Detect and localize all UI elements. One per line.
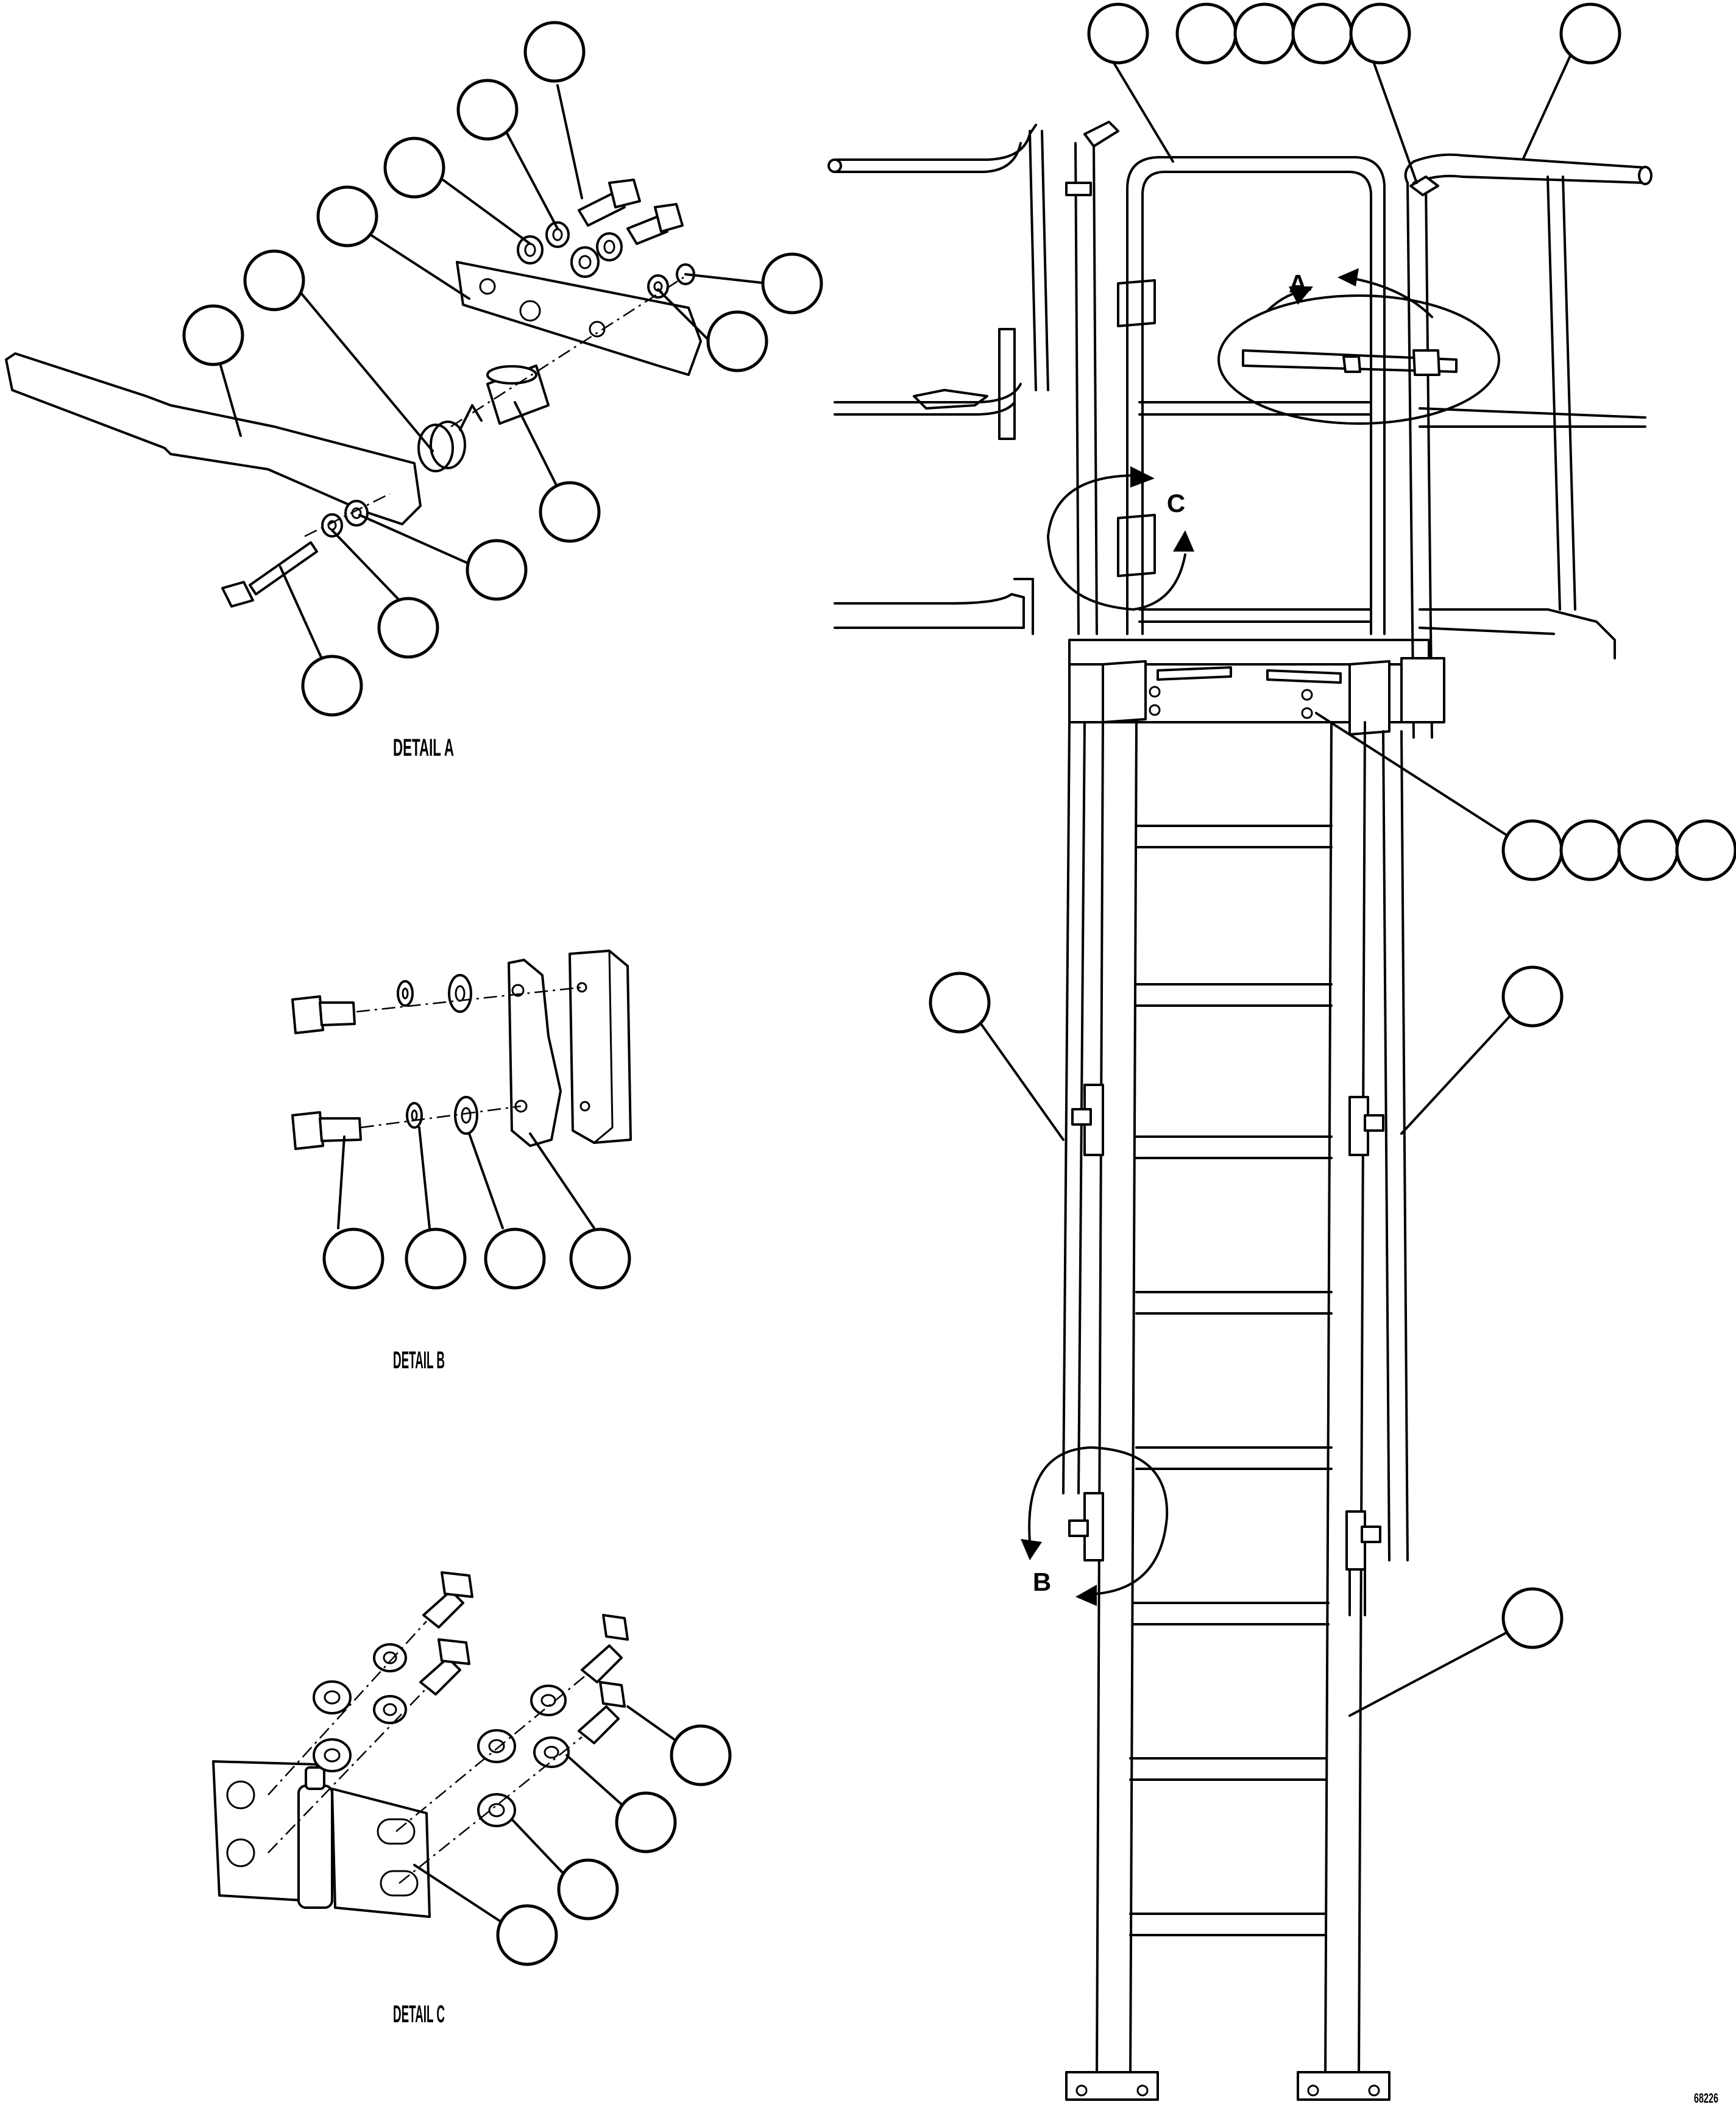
ladder-feet xyxy=(1065,2071,1391,2101)
bolt-b-upper xyxy=(291,995,356,1034)
figure-id: 68226 xyxy=(1694,2090,1718,2106)
view-marker-b: B xyxy=(1033,1568,1051,1596)
hinge-right-plate xyxy=(331,1788,431,1918)
latch-handle xyxy=(5,352,422,525)
callout-a7 xyxy=(761,252,823,314)
bolt-top-2 xyxy=(626,203,684,245)
callout-m12 xyxy=(1501,965,1564,1028)
spacer-block xyxy=(569,950,632,1144)
arrowhead-a-right xyxy=(1337,268,1359,286)
callout-a11 xyxy=(377,597,439,659)
callout-m11 xyxy=(929,972,991,1034)
detail-a-label: DETAIL A xyxy=(393,734,454,761)
arrowhead-b-bottom xyxy=(1075,1585,1097,1606)
callout-a6 xyxy=(182,304,244,366)
washers-detail-c xyxy=(313,1643,570,1827)
callout-b4 xyxy=(569,1227,631,1290)
detail-a-leaders xyxy=(215,84,769,662)
callout-c2 xyxy=(615,1791,677,1853)
pin-cylinder xyxy=(486,364,550,425)
left-guardrail xyxy=(827,124,1049,635)
arrowhead-c-bottom xyxy=(1173,530,1194,552)
view-marker-c: C xyxy=(1167,489,1185,517)
bolt-b-lower xyxy=(291,1111,362,1150)
callout-m13 xyxy=(1501,1587,1564,1649)
callout-c4 xyxy=(496,1904,558,1966)
arrowhead-c-top xyxy=(1130,466,1155,488)
callout-a3 xyxy=(383,137,445,199)
bolt-lower xyxy=(221,541,318,608)
detail-b-marker: B xyxy=(1021,1446,1169,1606)
arrowhead-b-left xyxy=(1021,1539,1042,1560)
torsion-spring xyxy=(417,404,483,472)
callout-a2 xyxy=(456,79,519,141)
bracket-plate xyxy=(508,959,562,1147)
detail-a-marker: A xyxy=(1217,268,1500,425)
latch-bar xyxy=(1242,349,1458,376)
washers-detail-b xyxy=(397,974,478,1135)
hinge-knuckle xyxy=(297,1766,333,1909)
callout-m7 xyxy=(1501,819,1564,881)
detail-c-leaders xyxy=(413,1705,681,1924)
callout-a8 xyxy=(706,310,768,372)
arrowhead-a-left xyxy=(1289,286,1313,305)
callout-b2 xyxy=(405,1227,467,1290)
callout-a12 xyxy=(301,655,363,717)
callout-m4 xyxy=(1291,2,1353,65)
callout-c1 xyxy=(670,1724,732,1786)
callout-m5 xyxy=(1349,2,1411,65)
callout-a9 xyxy=(539,481,601,543)
detail-b-group: DETAIL B xyxy=(291,950,632,1374)
callout-m8 xyxy=(1559,819,1621,881)
ladder-rails xyxy=(1062,721,1409,2080)
detail-c-marker: C xyxy=(1047,466,1194,611)
detail-b-label: DETAIL B xyxy=(393,1347,445,1374)
callout-c3 xyxy=(557,1858,619,1920)
ladder-clamps xyxy=(1068,1084,1384,1616)
bolts-detail-c xyxy=(419,1571,629,1744)
callout-a5 xyxy=(243,249,305,311)
view-marker-a: A xyxy=(1289,269,1307,298)
main-leaders xyxy=(980,51,1573,1717)
ladder-main-group: A C B xyxy=(827,2,1736,2101)
callout-m9 xyxy=(1617,819,1679,881)
callout-b1 xyxy=(322,1227,384,1290)
latch-plate xyxy=(456,261,702,376)
detail-c-group: DETAIL C xyxy=(212,1571,732,2028)
right-post xyxy=(1404,160,1439,739)
detail-a-group: DETAIL A xyxy=(5,21,823,761)
callout-m6 xyxy=(1559,2,1621,65)
callout-m1 xyxy=(1087,2,1149,65)
callout-a10 xyxy=(466,539,528,601)
callout-a4 xyxy=(316,185,378,247)
callout-m2 xyxy=(1175,2,1238,65)
detail-b-leaders xyxy=(337,1126,595,1229)
platform-beam xyxy=(1068,639,1445,736)
washers-detail-a xyxy=(321,221,695,538)
ladder-rungs xyxy=(1129,825,1333,1936)
right-guardrail xyxy=(1412,153,1653,659)
detail-c-label: DETAIL C xyxy=(393,2001,445,2028)
bolt-top-1 xyxy=(578,179,641,227)
callout-m3 xyxy=(1233,2,1295,65)
gate-top-hoop xyxy=(1126,156,1386,635)
callout-m10 xyxy=(1675,819,1736,881)
callout-b3 xyxy=(484,1227,546,1290)
callout-a1 xyxy=(523,21,586,83)
